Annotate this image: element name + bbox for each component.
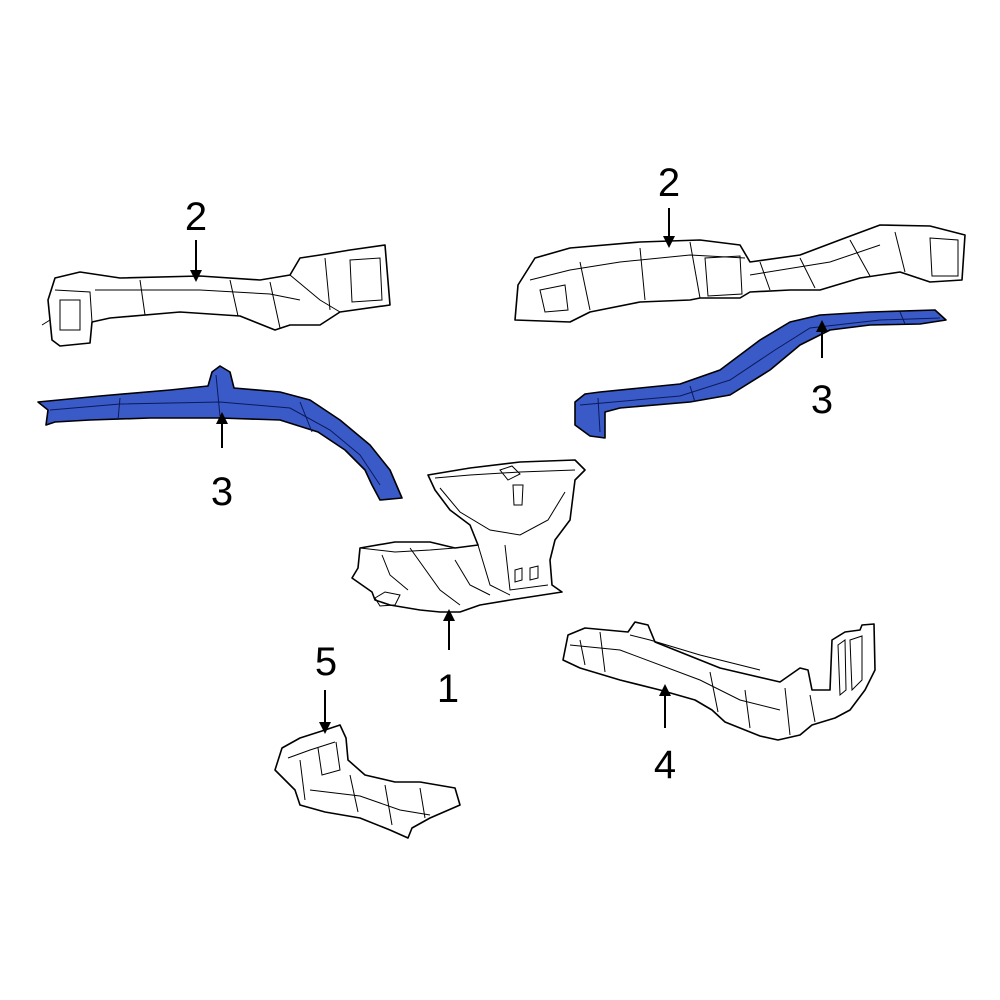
callout-labels: 1 2 2 3 3 4 5 [185, 161, 833, 787]
part-3-left-highlighted[interactable] [37, 365, 403, 501]
callout-2-left: 2 [185, 195, 207, 239]
part-4-crossmember[interactable] [562, 621, 876, 741]
callout-3-left: 3 [211, 470, 233, 514]
part-2-right-duct[interactable] [514, 224, 966, 323]
part-5-bracket[interactable] [274, 724, 461, 839]
part-2-left-duct[interactable] [41, 244, 391, 347]
part-3-right-highlighted[interactable] [574, 309, 947, 439]
callout-3-right: 3 [811, 378, 833, 422]
leader-lines [190, 208, 828, 734]
callout-4: 4 [654, 743, 676, 787]
callout-5: 5 [315, 640, 337, 684]
callout-2-right: 2 [658, 161, 680, 205]
callout-1: 1 [437, 667, 459, 711]
part-1-center-assembly[interactable] [351, 459, 586, 613]
